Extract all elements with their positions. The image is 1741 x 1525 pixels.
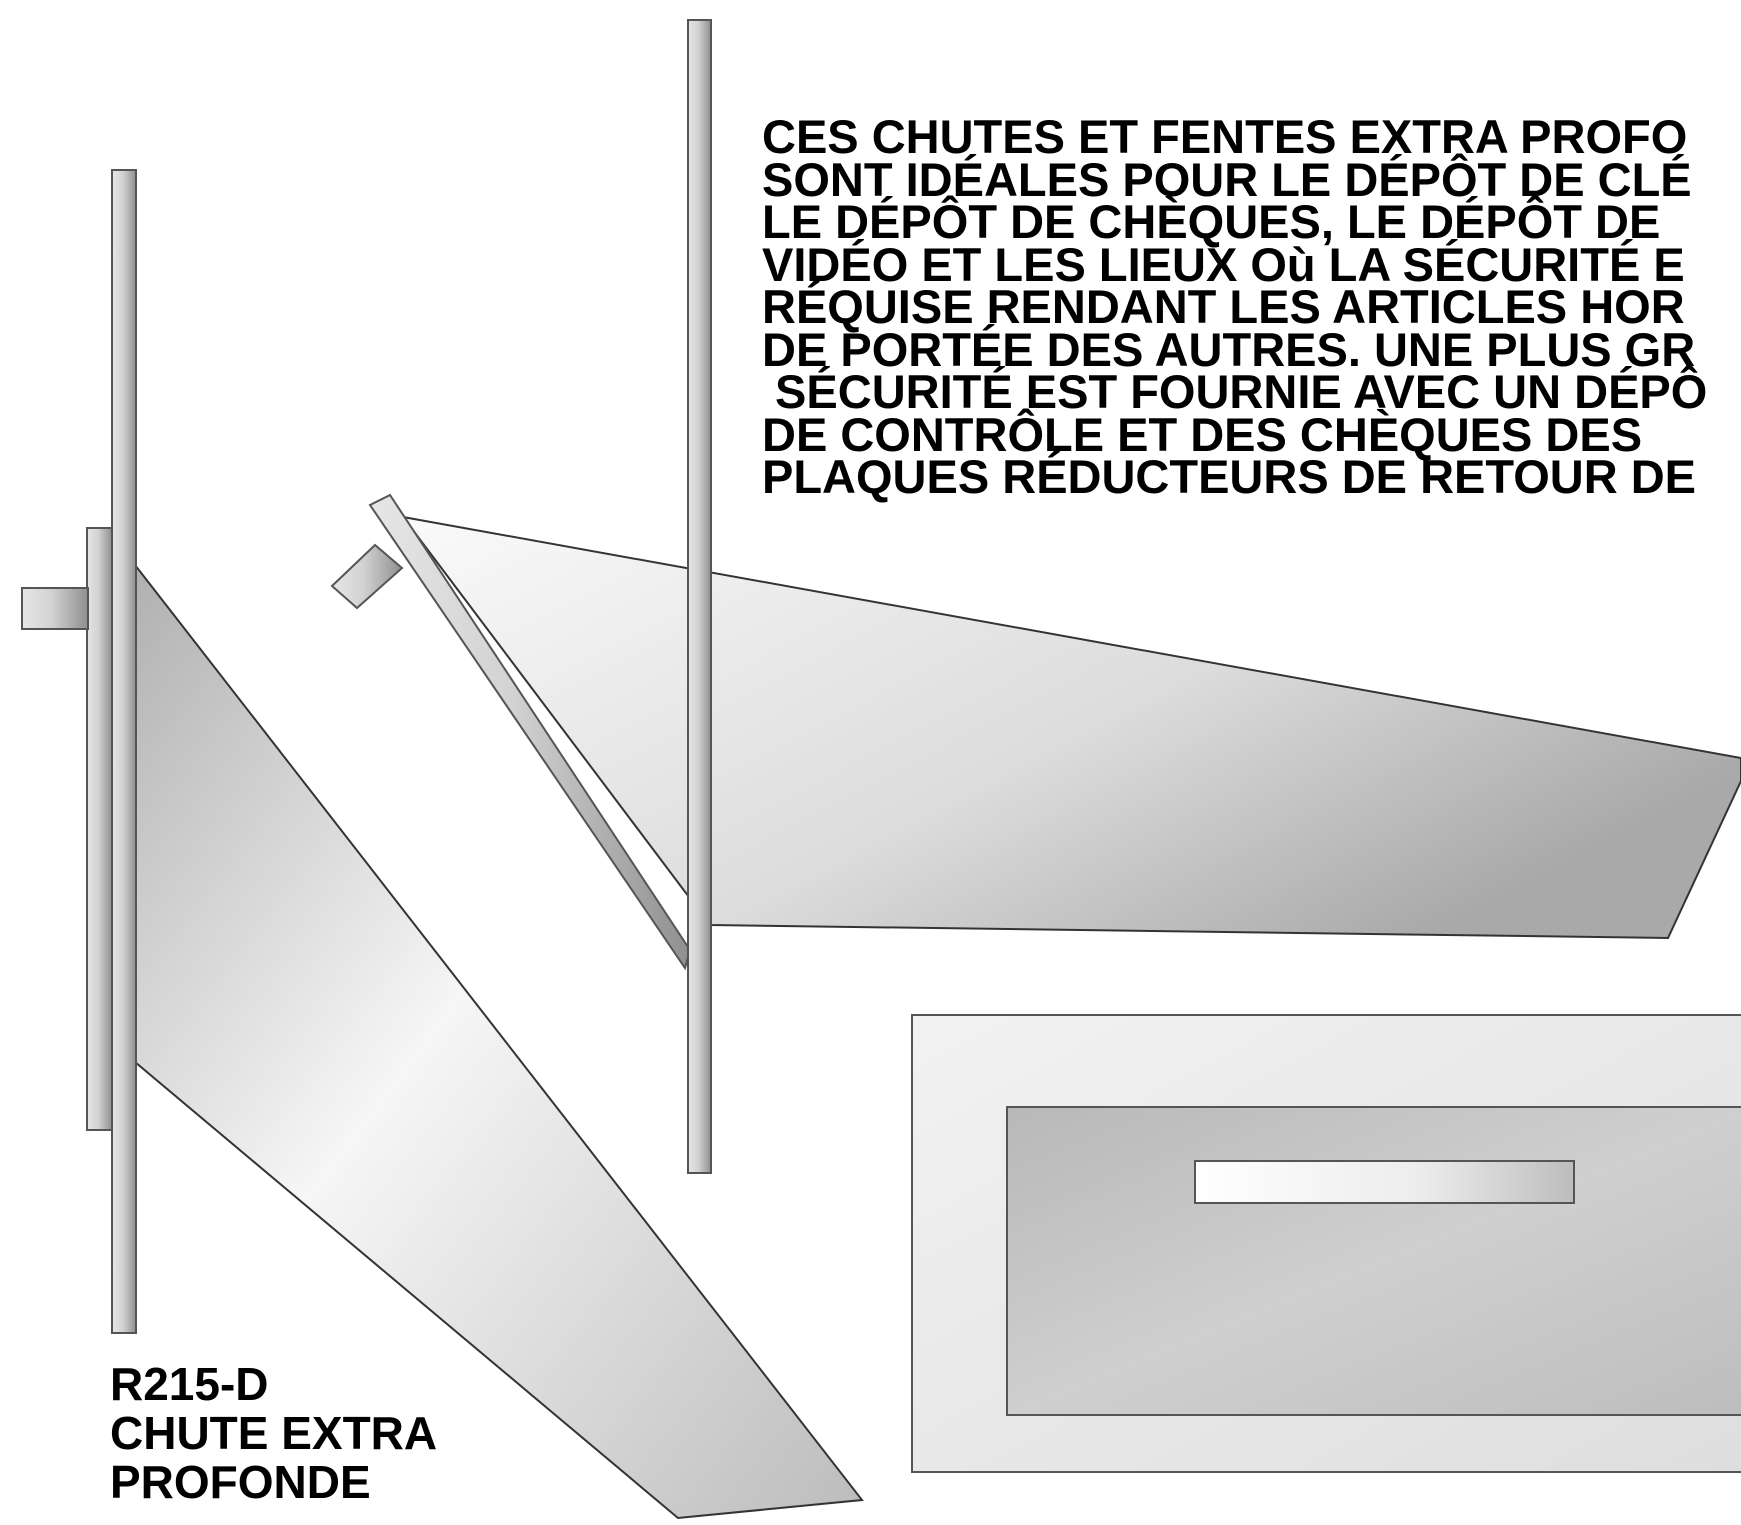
description-line: LE DÉPÔT DE CHÈQUES, LE DÉPÔT DE xyxy=(762,195,1661,248)
left-chute-flange-rear xyxy=(86,527,113,1131)
product-description: CES CHUTES ET FENTES EXTRA PROFO SONT ID… xyxy=(762,110,1708,503)
description-line: DE PORTÉE DES AUTRES. UNE PLUS GR xyxy=(762,322,1696,376)
product-name-line1: CHUTE EXTRA xyxy=(110,1407,438,1459)
description-line: RÉQUISE RENDANT LES ARTICLES HOR xyxy=(762,280,1685,333)
right-chute-tab xyxy=(330,543,404,610)
left-chute-side-view xyxy=(21,169,864,1520)
description-line: SÉCURITÉ EST FOURNIE AVEC UN DÉPÔ xyxy=(762,365,1708,418)
description-line: SONT IDÉALES POUR LE DÉPÔT DE CLÉ xyxy=(762,152,1692,206)
product-caption: R215-D CHUTE EXTRA PROFONDE xyxy=(110,1360,437,1507)
right-chute-side-view xyxy=(330,19,1741,1174)
left-chute-faceplate-bar xyxy=(111,169,137,1334)
product-name-line2: PROFONDE xyxy=(110,1456,371,1508)
front-plate-view xyxy=(911,1014,1741,1473)
left-chute-tab xyxy=(21,587,89,630)
right-chute-faceplate-bar xyxy=(687,19,712,1174)
description-line: VIDÉO ET LES LIEUX Où LA SÉCURITÉ E xyxy=(762,237,1685,291)
description-line: CES CHUTES ET FENTES EXTRA PROFO xyxy=(762,110,1688,163)
right-chute-body xyxy=(400,515,1741,940)
front-plate-slot xyxy=(1194,1160,1575,1204)
product-code: R215-D xyxy=(110,1358,269,1410)
description-line: DE CONTRÔLE ET DES CHÈQUES DES xyxy=(762,407,1643,461)
front-plate-inner xyxy=(1006,1106,1741,1416)
description-line: PLAQUES RÉDUCTEURS DE RETOUR DE xyxy=(762,450,1697,503)
